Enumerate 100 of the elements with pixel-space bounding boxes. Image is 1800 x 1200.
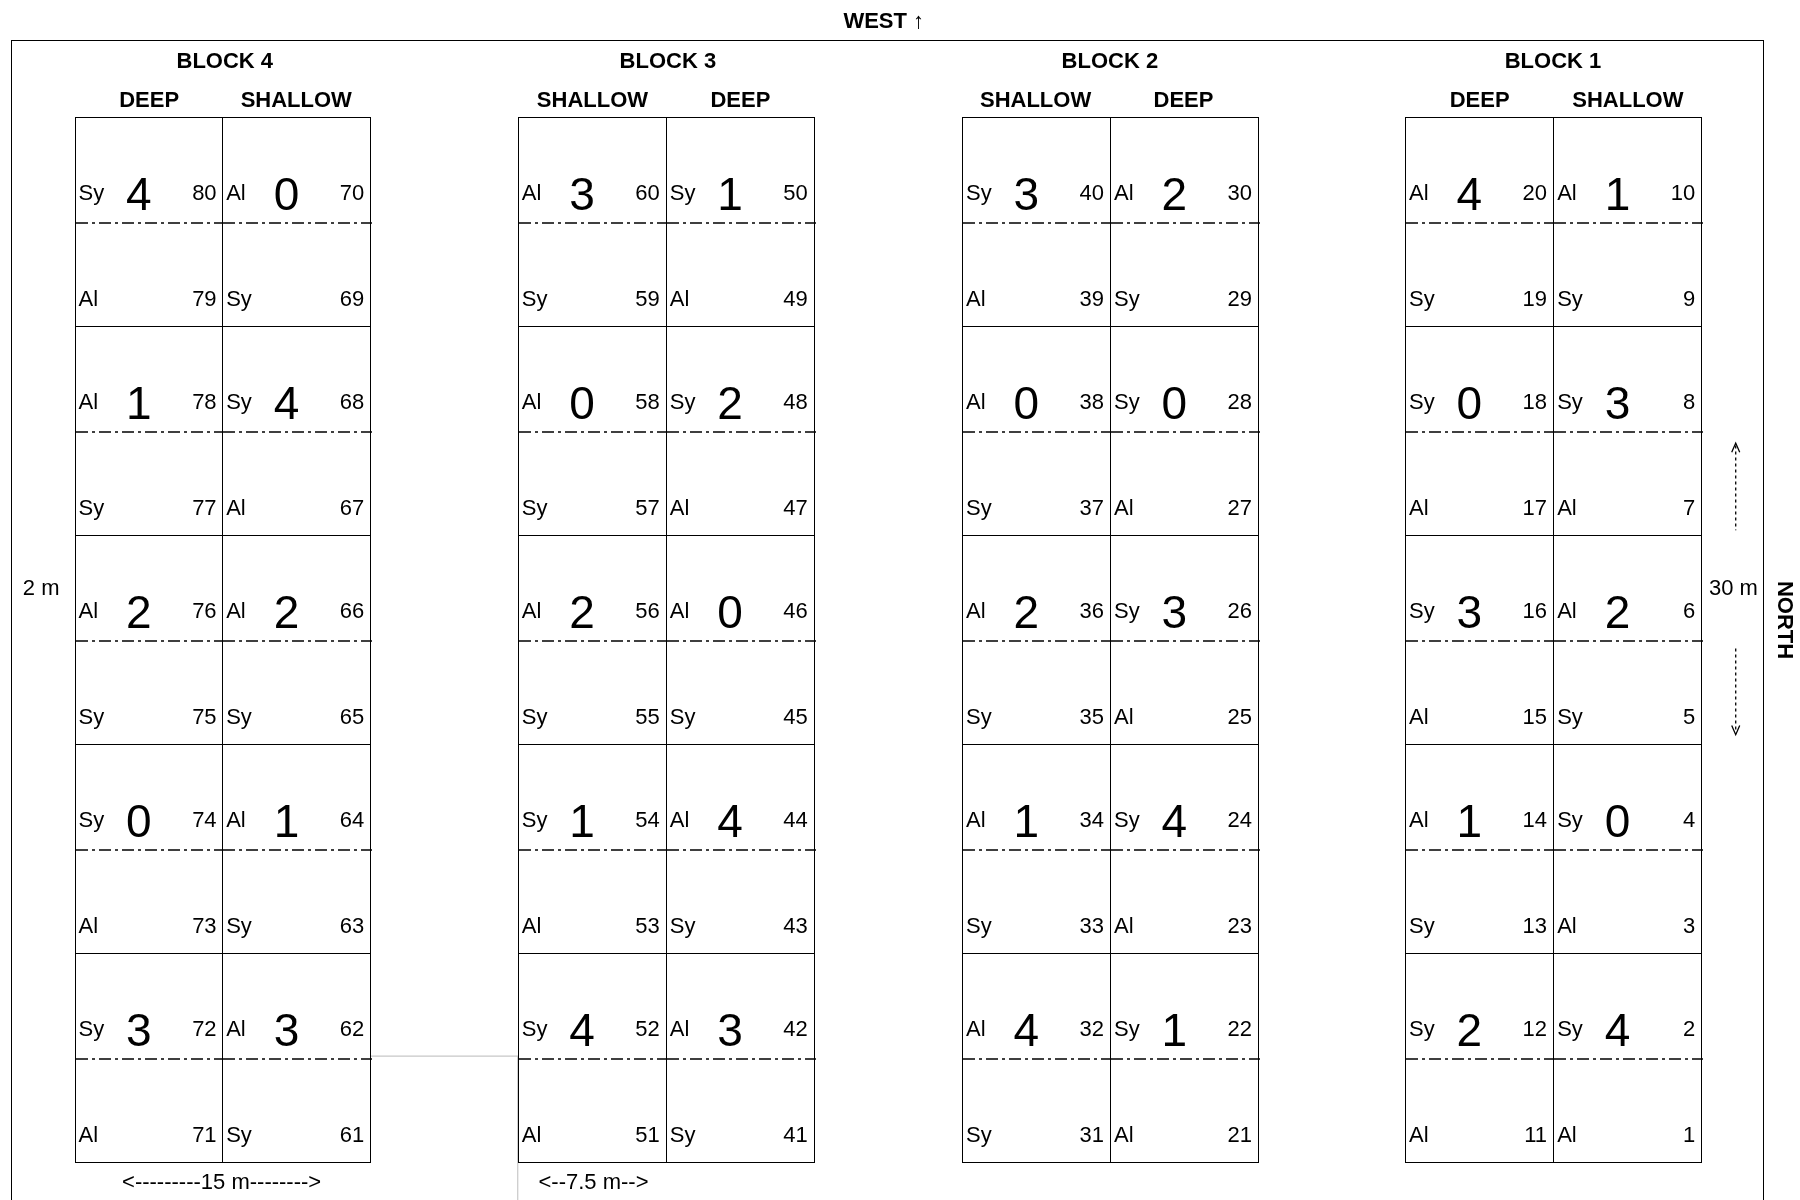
species-code: Sy	[1557, 391, 1583, 414]
plot-number: 48	[783, 391, 808, 414]
species-code: Sy	[1409, 287, 1435, 310]
dimension-label: <---------15 m-------->	[122, 1171, 322, 1194]
plot-number: 11	[1524, 1123, 1548, 1146]
compass-label: NORTH	[1774, 580, 1797, 659]
plot-cell	[1110, 534, 1260, 746]
plot-cell	[1405, 117, 1555, 328]
plot-cell	[665, 743, 815, 955]
plot-number: 58	[635, 391, 660, 414]
species-code: Al	[226, 809, 246, 832]
plot-number: 7	[1682, 496, 1696, 519]
column-heading: DEEP	[710, 88, 771, 111]
species-code: Sy	[1409, 914, 1435, 937]
plot-number: 65	[339, 705, 365, 728]
species-code: Al	[78, 287, 99, 310]
species-code: Al	[521, 914, 542, 937]
species-code: Sy	[78, 705, 105, 728]
plot-cell	[1110, 952, 1260, 1164]
plot-number: 23	[1227, 914, 1253, 937]
plot-number: 51	[635, 1123, 660, 1146]
species-code: Sy	[966, 705, 992, 728]
species-code: Al	[1409, 496, 1429, 519]
species-code: Sy	[1557, 705, 1583, 728]
plot-number: 68	[339, 391, 365, 414]
species-code: Sy	[78, 809, 105, 832]
species-code: Sy	[226, 705, 252, 728]
plot-cell	[1110, 117, 1260, 328]
replicate-number: 0	[569, 379, 595, 426]
species-code: Sy	[521, 809, 548, 832]
plot-cell	[1553, 952, 1703, 1164]
replicate-number: 4	[569, 1006, 595, 1053]
plot-number: 27	[1227, 496, 1253, 519]
species-code: Al	[1114, 914, 1134, 937]
species-code: Sy	[1114, 600, 1140, 623]
plot-number: 50	[783, 182, 808, 205]
block-heading: BLOCK 2	[1061, 49, 1159, 72]
replicate-number: 3	[1604, 379, 1631, 426]
dimension-label: 2 m	[22, 576, 60, 599]
plot-number: 40	[1079, 182, 1104, 205]
plot-number: 10	[1670, 182, 1696, 205]
species-code: Al	[226, 496, 246, 519]
species-code: Sy	[1409, 391, 1435, 414]
replicate-number: 3	[1013, 170, 1040, 217]
species-code: Al	[226, 1018, 246, 1041]
replicate-number: 1	[126, 379, 152, 426]
plot-cell	[962, 326, 1111, 537]
species-code: Sy	[521, 496, 548, 519]
plot-cell	[222, 743, 372, 955]
species-code: Al	[966, 809, 986, 832]
plot-number: 19	[1522, 287, 1548, 310]
plot-number: 80	[192, 182, 217, 205]
species-code: Sy	[226, 914, 252, 937]
species-code: Sy	[669, 1123, 696, 1146]
species-code: Al	[669, 1018, 690, 1041]
plot-number: 33	[1079, 914, 1104, 937]
plot-number: 17	[1522, 496, 1548, 519]
plot-number: 44	[783, 809, 808, 832]
dimension-label: <--7.5 m-->	[538, 1171, 649, 1194]
species-code: Al	[1557, 496, 1577, 519]
plot-number: 3	[1682, 914, 1696, 937]
replicate-number: 4	[1013, 1006, 1040, 1053]
species-code: Sy	[966, 496, 992, 519]
plot-number: 73	[192, 914, 217, 937]
replicate-number: 2	[273, 588, 300, 635]
species-code: Sy	[669, 391, 696, 414]
plot-cell	[962, 534, 1111, 746]
species-code: Al	[1409, 809, 1429, 832]
plot-number: 43	[783, 914, 808, 937]
plot-number: 22	[1227, 1018, 1253, 1041]
species-code: Sy	[966, 182, 992, 205]
plot-number: 31	[1079, 1123, 1104, 1146]
plot-cell	[962, 743, 1111, 955]
replicate-number: 1	[569, 797, 595, 844]
replicate-number: 1	[1161, 1006, 1188, 1053]
plot-number: 38	[1079, 391, 1104, 414]
plot-number: 77	[192, 496, 217, 519]
replicate-number: 2	[126, 588, 152, 635]
species-code: Sy	[226, 1123, 252, 1146]
plot-cell	[1553, 743, 1703, 955]
species-code: Sy	[1409, 600, 1435, 623]
plot-number: 29	[1227, 287, 1253, 310]
replicate-number: 4	[126, 170, 152, 217]
species-code: Al	[669, 496, 690, 519]
plot-cell	[517, 326, 667, 537]
species-code: Al	[1557, 914, 1577, 937]
species-code: Sy	[78, 496, 105, 519]
replicate-number: 4	[717, 797, 743, 844]
species-code: Sy	[521, 287, 548, 310]
species-code: Al	[1409, 1123, 1429, 1146]
species-code: Al	[521, 391, 542, 414]
plot-number: 36	[1079, 600, 1104, 623]
plot-cell	[1405, 534, 1555, 746]
species-code: Al	[78, 600, 99, 623]
plot-cell	[222, 117, 372, 328]
plot-number: 55	[635, 705, 660, 728]
plot-number: 76	[192, 600, 217, 623]
replicate-number: 4	[1456, 170, 1483, 217]
plot-number: 74	[192, 809, 217, 832]
species-code: Al	[1409, 705, 1429, 728]
